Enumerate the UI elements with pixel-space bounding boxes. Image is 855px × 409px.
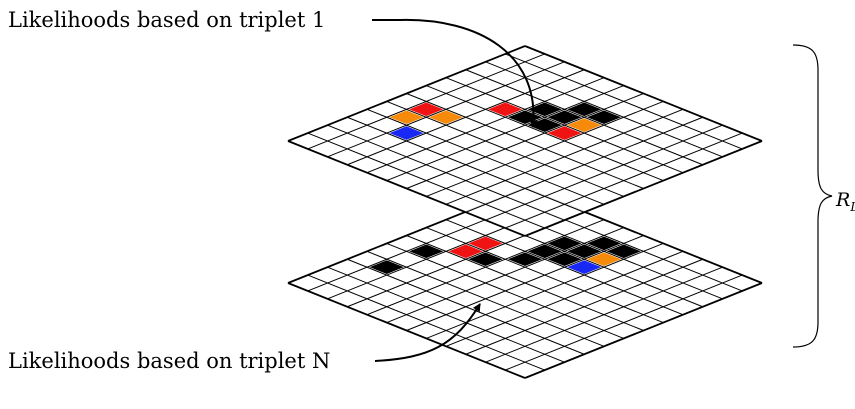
highlighted-cell-red <box>409 102 444 117</box>
highlighted-cell-orange <box>587 252 621 267</box>
grid-line <box>524 282 763 379</box>
grid-line <box>505 274 743 371</box>
brace-label: RL <box>835 189 855 214</box>
grid-line <box>505 53 743 150</box>
highlighted-cell-orange <box>429 110 463 125</box>
highlighted-cell-red <box>448 244 483 259</box>
highlighted-cell-black <box>587 110 621 125</box>
highlighted-cell-red <box>468 236 503 251</box>
highlighted-cell-black <box>527 118 562 132</box>
grid-line <box>524 45 763 142</box>
top-layer-arrow <box>372 18 538 128</box>
highlighted-cell-black <box>567 244 602 259</box>
triplet-n-layer <box>287 187 763 379</box>
highlighted-cell-black <box>547 236 582 251</box>
highlighted-cell-blue <box>389 126 424 140</box>
highlighted-cell-black <box>527 102 562 117</box>
highlighted-cell-black <box>606 244 641 259</box>
highlighted-cell-black <box>587 236 621 251</box>
highlighted-cell-black <box>547 252 582 267</box>
triplet-1-layer <box>287 45 763 237</box>
top-layer-label: Likelihoods based on triplet 1 <box>8 8 325 32</box>
right-brace <box>792 44 833 348</box>
highlighted-cell-black <box>409 244 444 259</box>
highlighted-cell-orange <box>567 118 602 132</box>
grid-line <box>505 132 743 229</box>
highlighted-cell-red <box>547 126 582 140</box>
highlighted-cell-blue <box>567 260 602 274</box>
highlighted-cell-orange <box>389 110 424 125</box>
highlighted-cell-black <box>547 110 582 125</box>
bottom-layer-arrow <box>374 303 481 362</box>
highlighted-cell-black <box>508 252 542 267</box>
highlighted-cell-red <box>488 102 523 117</box>
grid-line <box>524 140 763 237</box>
bottom-layer-label: Likelihoods based on triplet N <box>8 349 330 373</box>
highlighted-cell-black <box>468 252 503 267</box>
highlighted-cell-black <box>567 102 602 117</box>
highlighted-cell-black <box>527 244 562 259</box>
highlighted-cell-black <box>369 260 404 274</box>
